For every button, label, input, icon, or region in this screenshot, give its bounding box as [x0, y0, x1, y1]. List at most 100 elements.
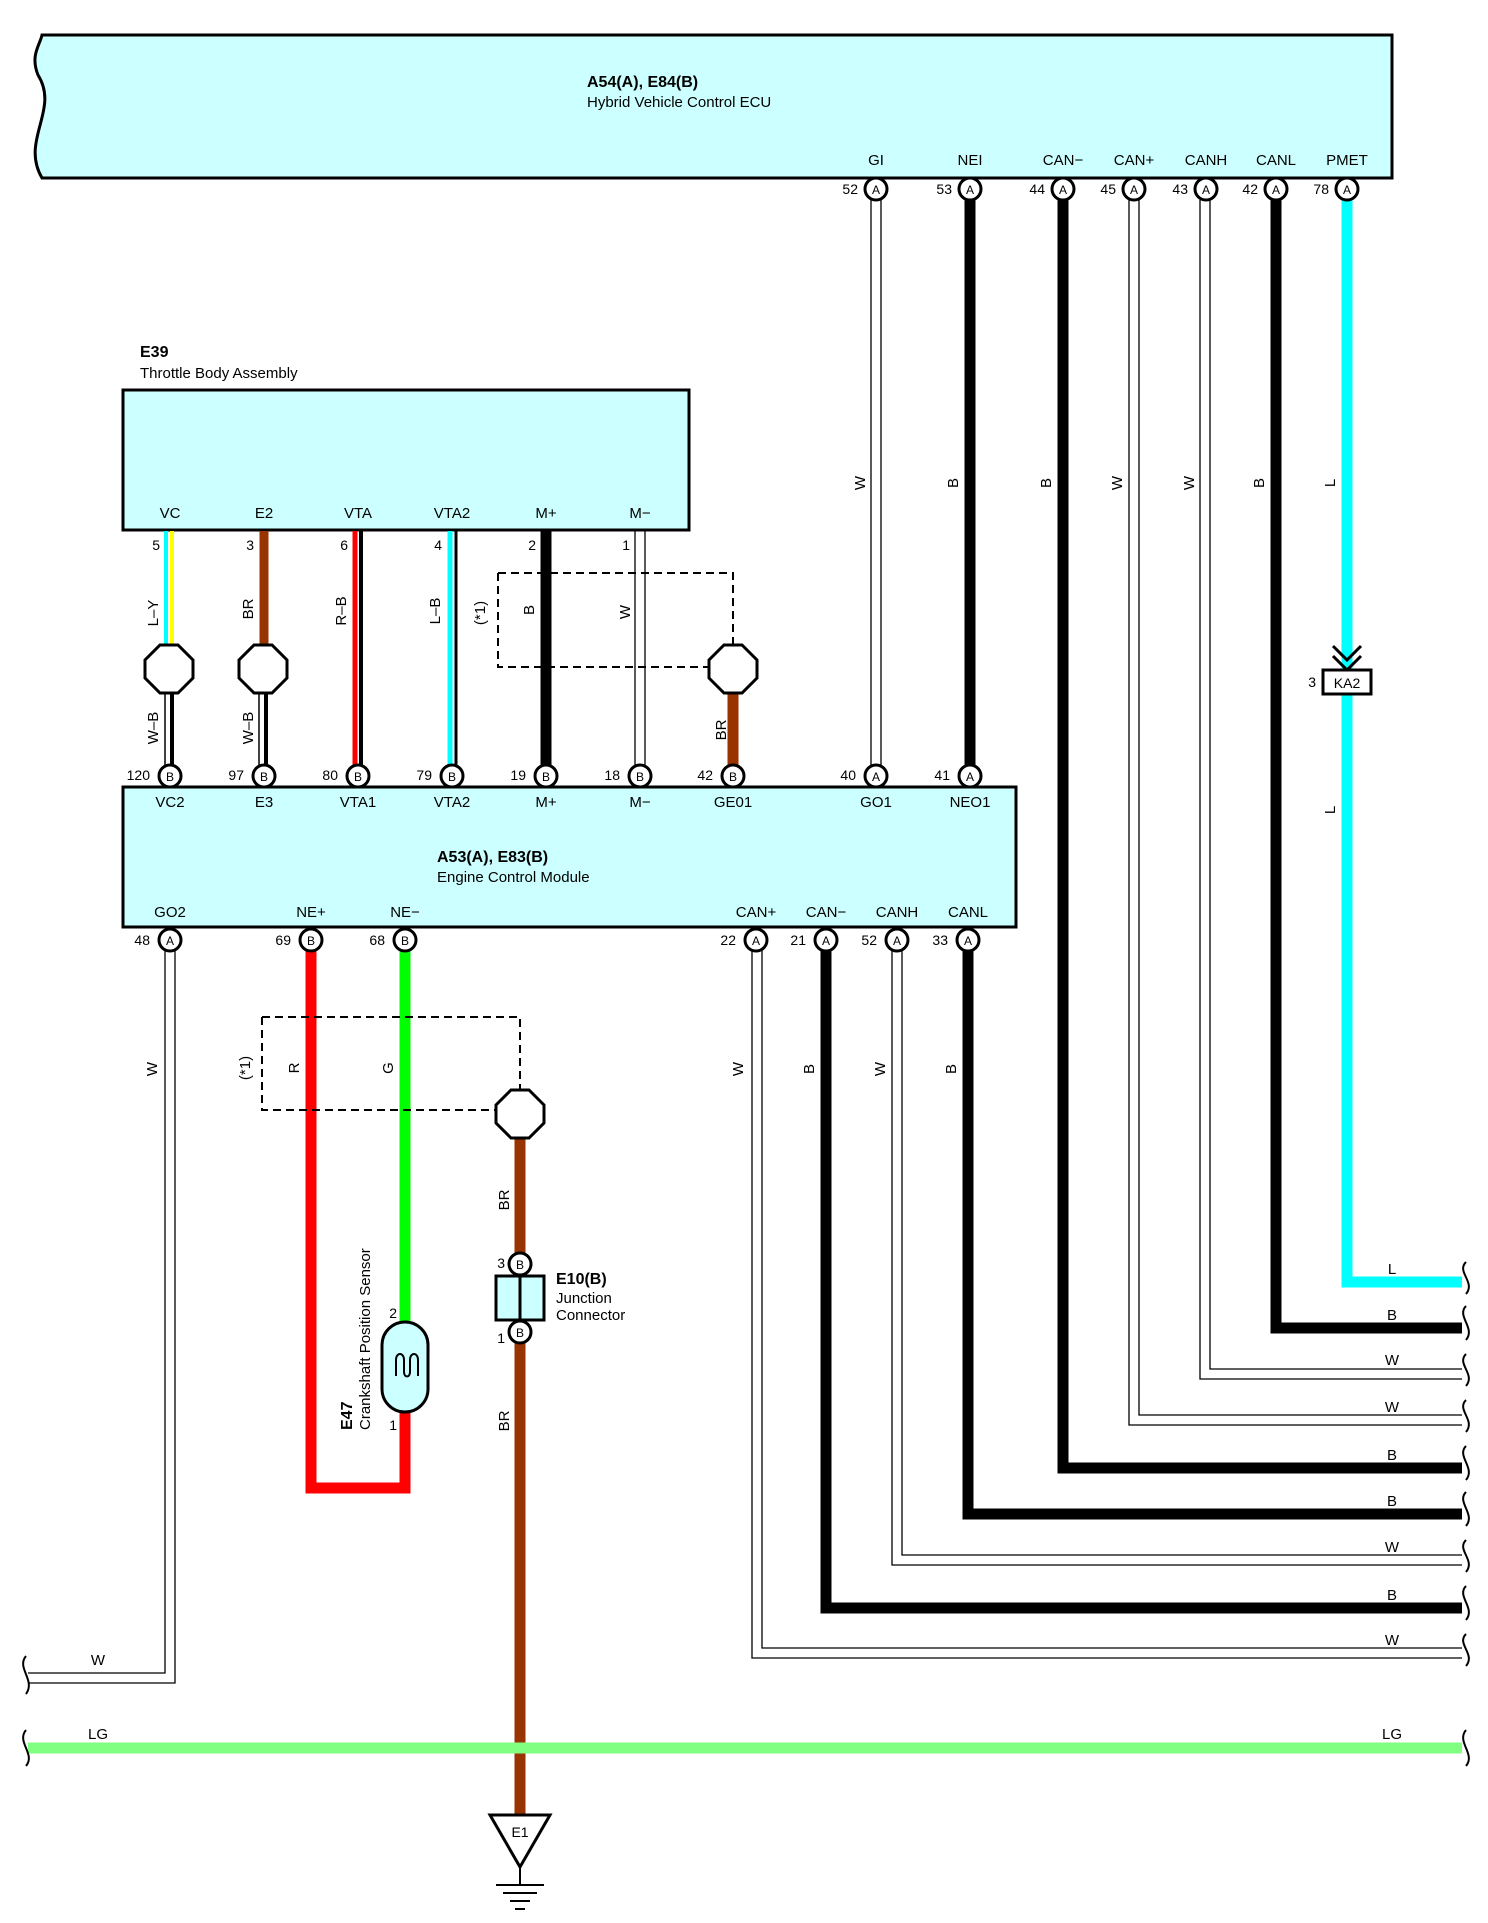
wire-hv-can-minus — [1057, 200, 1462, 1474]
wire-label-vc2: W–B — [145, 712, 162, 745]
ecm-top-num-vc2: 120 — [127, 767, 151, 783]
ecm-bot-label-canh: CANH — [876, 904, 919, 921]
badge-ecm-mplus: B — [542, 770, 550, 784]
ground-e1: E1 — [487, 1813, 553, 1910]
hv-pin-label-gi: GI — [868, 152, 884, 169]
badge-hv-pmet: A — [1343, 183, 1351, 197]
junction-code: E10(B) — [556, 1271, 607, 1288]
hv-pin-num-canl: 42 — [1242, 181, 1258, 197]
ecm-bot-num-go2: 48 — [134, 932, 150, 948]
wire-label-ecm-canh: W — [872, 1061, 889, 1076]
tb-pin-label-mminus: M− — [629, 505, 650, 522]
badge-ecm-neplus: B — [307, 934, 315, 948]
tb-pin-num-vc: 5 — [152, 537, 160, 553]
bus-label-1: L — [1388, 1261, 1396, 1278]
wire-label-pmet: L — [1322, 479, 1339, 487]
ecm-top-label-go1: GO1 — [860, 794, 892, 811]
wire-label-ge01: BR — [713, 719, 730, 740]
throttle-name: Throttle Body Assembly — [140, 365, 298, 382]
wire-label-hv-canh: W — [1181, 475, 1198, 490]
ecm-name: Engine Control Module — [437, 869, 590, 886]
ecm-bot-pin-numbers: 48 69 68 22 21 52 33 — [134, 932, 948, 948]
badge-ecm-mminus: B — [636, 770, 644, 784]
tb-pin-num-mminus: 1 — [622, 537, 630, 553]
wire-ecm-canh-a — [891, 948, 1462, 1566]
wire-hv-canh-b — [1209, 200, 1462, 1370]
tb-pin-label-vta2: VTA2 — [434, 505, 470, 522]
throttle-body-box: E39 Throttle Body Assembly VC E2 VTA VTA… — [121, 344, 691, 532]
badge-ecm-canl: A — [964, 934, 972, 948]
badge-ecm-neminus: B — [401, 934, 409, 948]
wire-ecm-canh-b — [901, 948, 1462, 1556]
ecm-top-label-mplus: M+ — [535, 794, 556, 811]
wire-label-e3: W–B — [240, 712, 257, 745]
wire-label-mminus: W — [617, 604, 634, 619]
badge-junction-bottom: B — [516, 1326, 524, 1340]
badge-ecm-go2: A — [166, 934, 174, 948]
wire-hv-canl — [1270, 200, 1462, 1334]
ecm-bot-num-can-plus: 22 — [720, 932, 736, 948]
hv-pin-numbers: 52 53 44 45 43 42 78 — [842, 181, 1329, 197]
tb-octagons — [143, 643, 759, 695]
ecm-top-num-mplus: 19 — [510, 767, 526, 783]
ecm-bot-label-canl: CANL — [948, 904, 988, 921]
wire-label-go2: W — [144, 1061, 161, 1076]
hv-pin-label-can-minus: CAN− — [1043, 152, 1084, 169]
wire-label-junction-bottom: BR — [496, 1410, 513, 1431]
badge-ecm-vc2: B — [166, 770, 174, 784]
ecm-bot-num-canh: 52 — [861, 932, 877, 948]
junction-name-2: Connector — [556, 1307, 625, 1324]
bus-label-7: W — [1385, 1539, 1400, 1556]
ecm-shield-dashed — [261, 1016, 521, 1111]
ecm-bottom-wire-labels: W (*1) R G BR BR W B W B — [144, 1056, 960, 1432]
tb-pin-num-vta2: 4 — [434, 537, 442, 553]
ecm-bot-label-neplus: NE+ — [296, 904, 326, 921]
wire-ecm-canl — [962, 948, 1462, 1520]
wire-label-vta: R–B — [333, 596, 350, 625]
left-break-marks — [22, 1655, 30, 1767]
ecm-top-label-ge01: GE01 — [714, 794, 752, 811]
wire-label-hv-canl: B — [1251, 478, 1268, 488]
wire-label-ecm-canl: B — [943, 1064, 960, 1074]
badge-hv-canl: A — [1272, 183, 1280, 197]
ecm-top-num-ge01: 42 — [697, 767, 713, 783]
hv-pin-num-gi: 52 — [842, 181, 858, 197]
tb-pin-label-mplus: M+ — [535, 505, 556, 522]
hv-pin-badges: A A A A A A A — [863, 176, 1360, 202]
hv-pin-label-canh: CANH — [1185, 152, 1228, 169]
badge-ecm-can-plus: A — [752, 934, 760, 948]
crank-pin-top: 2 — [389, 1305, 397, 1321]
tb-pin-label-vc: VC — [160, 505, 181, 522]
go2-bus-label: W — [91, 1652, 106, 1669]
ecm-top-num-e3: 97 — [228, 767, 244, 783]
tb-shield-note: (*1) — [472, 601, 489, 625]
crank-code: E47 — [339, 1401, 356, 1430]
ecm-top-label-vc2: VC2 — [155, 794, 184, 811]
ka2-code: KA2 — [1334, 675, 1361, 691]
bus-label-9: W — [1385, 1632, 1400, 1649]
tb-pin-num-vta: 6 — [340, 537, 348, 553]
ecm-bot-num-neplus: 69 — [275, 932, 291, 948]
wire-label-hv-can-minus: B — [1038, 478, 1055, 488]
ecm-bottom-badges: A B B A A A A — [157, 927, 981, 953]
throttle-ecm-wires — [164, 531, 739, 766]
tb-pin-num-mplus: 2 — [528, 537, 536, 553]
wire-go2-b — [28, 948, 176, 1684]
bus-label-6: B — [1387, 1493, 1397, 1510]
ecm-bot-num-can-minus: 21 — [790, 932, 806, 948]
hv-ecu-box: A54(A), E84(B) Hybrid Vehicle Control EC… — [33, 33, 1394, 180]
bus-label-3: W — [1385, 1352, 1400, 1369]
throttle-code: E39 — [140, 344, 169, 361]
badge-ecm-go1: A — [872, 770, 880, 784]
crank-pin-bottom: 1 — [389, 1417, 397, 1433]
tb-wire-labels: L–Y W–B BR W–B R–B L–B (*1) B W BR — [145, 596, 730, 744]
hv-ecu-code: A54(A), E84(B) — [587, 74, 698, 91]
badge-ecm-vta2: B — [448, 770, 456, 784]
ecm-top-num-neo1: 41 — [934, 767, 950, 783]
ecm-bot-label-can-plus: CAN+ — [736, 904, 777, 921]
badge-hv-gi: A — [872, 183, 880, 197]
lg-bus-right-label: LG — [1382, 1726, 1402, 1743]
badge-hv-canh: A — [1202, 183, 1210, 197]
badge-ecm-neo1: A — [966, 770, 974, 784]
